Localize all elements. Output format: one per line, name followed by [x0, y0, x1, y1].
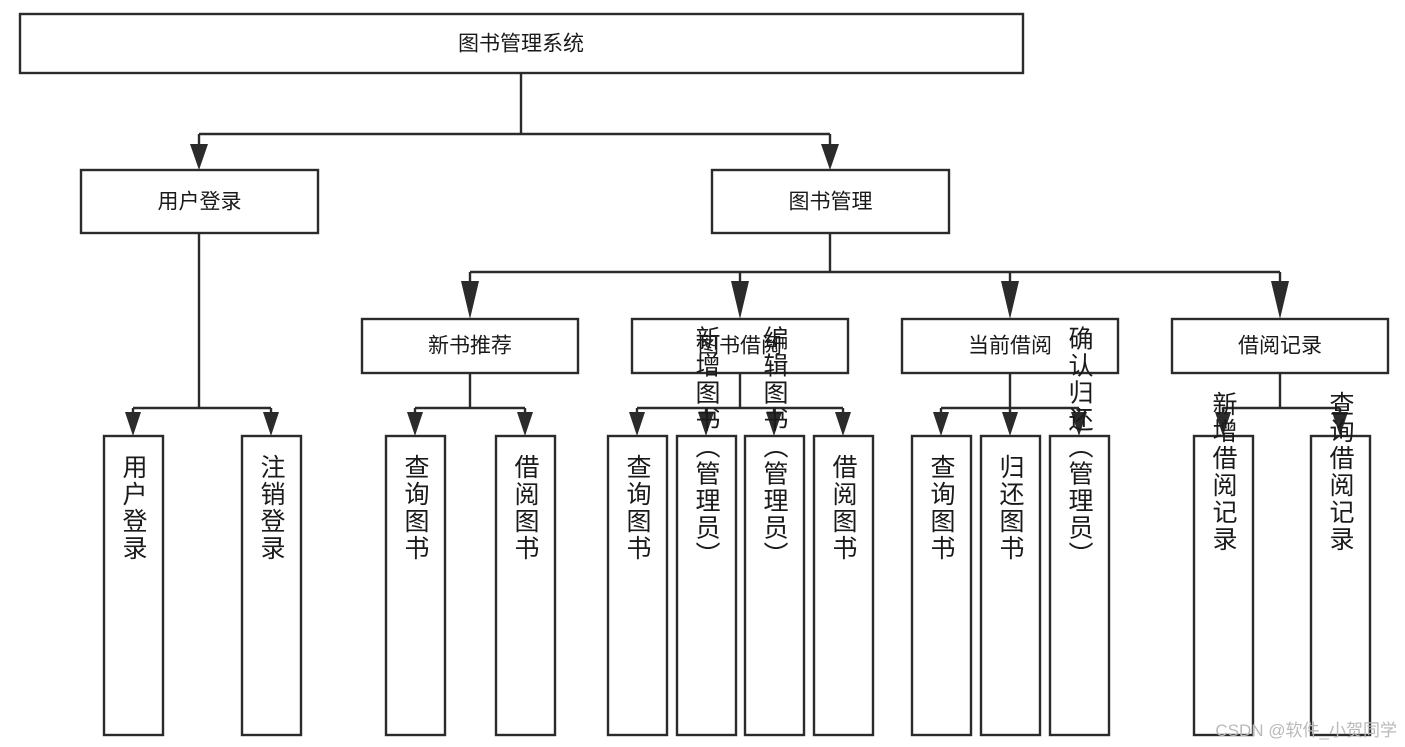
node-leaf-user-login[interactable]: 用户登录: [102, 434, 165, 737]
node-current-borrow-box[interactable]: [900, 317, 1120, 375]
node-leaf-return-book-box[interactable]: [979, 434, 1042, 737]
node-leaf-logout-login[interactable]: 注销登录: [240, 434, 303, 737]
node-leaf-borrow-book-2-label: 借阅图书: [829, 454, 858, 562]
arrow-head-leaf-return-book: [1002, 412, 1018, 436]
node-leaf-edit-book-label: 编辑图书（管理员）: [760, 326, 789, 569]
arrow-head-leaf-confirm-return: [1071, 412, 1087, 436]
arrow-head-leaf-logout-login: [263, 412, 279, 436]
arrow-head-leaf-query-book-3: [933, 412, 949, 436]
arrow-head-user-login: [190, 144, 208, 170]
node-leaf-query-book-1-label: 查询图书: [401, 454, 430, 562]
node-root-box[interactable]: [18, 12, 1025, 75]
arrow-head-borrow-record: [1271, 281, 1289, 319]
node-book-borrow[interactable]: 图书借阅: [630, 317, 850, 375]
node-root-label: 图书管理系统: [458, 33, 584, 56]
arrow-head-new-book-rec: [461, 281, 479, 319]
node-leaf-add-record-label: 新增借阅记录: [1209, 391, 1238, 553]
node-borrow-record-label: 借阅记录: [1238, 335, 1322, 358]
node-new-book-rec-box[interactable]: [360, 317, 580, 375]
node-leaf-logout-login-label: 注销登录: [257, 454, 286, 562]
arrow-head-current-borrow: [1001, 281, 1019, 319]
arrow-head-leaf-query-book-2: [629, 412, 645, 436]
node-leaf-add-record[interactable]: 新增借阅记录: [1192, 391, 1255, 737]
node-book-manage[interactable]: 图书管理: [710, 168, 951, 235]
node-borrow-record[interactable]: 借阅记录: [1170, 317, 1390, 375]
node-leaf-borrow-book-2[interactable]: 借阅图书: [812, 434, 875, 737]
node-leaf-borrow-book-1[interactable]: 借阅图书: [494, 434, 557, 737]
node-leaf-user-login-label: 用户登录: [119, 454, 148, 562]
arrow-head-leaf-query-record: [1332, 412, 1348, 436]
arrow-head-book-borrow: [731, 281, 749, 319]
node-book-manage-box[interactable]: [710, 168, 951, 235]
node-leaf-add-book[interactable]: 新增图书（管理员）: [675, 326, 738, 737]
arrow-head-leaf-query-book-1: [407, 412, 423, 436]
node-leaf-query-book-3-box[interactable]: [910, 434, 973, 737]
arrow-head-leaf-borrow-book-1: [517, 412, 533, 436]
node-leaf-query-record-box[interactable]: [1309, 434, 1372, 737]
arrow-head-leaf-add-record: [1215, 412, 1231, 436]
arrow-head-leaf-edit-book: [766, 412, 782, 436]
node-leaf-add-record-box[interactable]: [1192, 434, 1255, 737]
csdn-watermark: CSDN @软件_小贺同学: [1215, 721, 1397, 740]
node-leaf-user-login-box[interactable]: [102, 434, 165, 737]
node-leaf-add-book-box[interactable]: [675, 434, 738, 737]
node-leaf-return-book-label: 归还图书: [996, 454, 1025, 562]
node-leaf-borrow-book-1-label: 借阅图书: [511, 454, 540, 562]
connector-layer: [125, 73, 1348, 436]
node-book-manage-label: 图书管理: [789, 191, 873, 214]
arrow-head-leaf-borrow-book-2: [835, 412, 851, 436]
node-leaf-borrow-book-2-box[interactable]: [812, 434, 875, 737]
node-book-borrow-label: 图书借阅: [698, 335, 782, 358]
node-leaf-query-book-1-box[interactable]: [384, 434, 447, 737]
node-current-borrow-label: 当前借阅: [968, 335, 1052, 358]
node-leaf-confirm-return[interactable]: 确认归还（管理员）: [1048, 326, 1111, 737]
arrow-head-leaf-add-book: [698, 412, 714, 436]
node-leaf-logout-login-box[interactable]: [240, 434, 303, 737]
node-leaf-return-book[interactable]: 归还图书: [979, 434, 1042, 737]
node-new-book-rec[interactable]: 新书推荐: [360, 317, 580, 375]
node-root[interactable]: 图书管理系统: [18, 12, 1025, 75]
node-leaf-add-book-label: 新增图书（管理员）: [692, 326, 721, 569]
node-leaf-borrow-book-1-box[interactable]: [494, 434, 557, 737]
arrow-head-book-manage: [821, 144, 839, 170]
node-user-login[interactable]: 用户登录: [79, 168, 320, 235]
node-leaf-edit-book-box[interactable]: [743, 434, 806, 737]
node-borrow-record-box[interactable]: [1170, 317, 1390, 375]
node-user-login-label: 用户登录: [158, 191, 242, 214]
node-leaf-confirm-return-box[interactable]: [1048, 434, 1111, 737]
node-user-login-box[interactable]: [79, 168, 320, 235]
node-book-borrow-box[interactable]: [630, 317, 850, 375]
node-leaf-edit-book[interactable]: 编辑图书（管理员）: [743, 326, 806, 737]
node-leaf-confirm-return-label: 确认归还（管理员）: [1065, 326, 1094, 569]
node-leaf-query-book-2-box[interactable]: [606, 434, 669, 737]
node-leaf-query-record[interactable]: 查询借阅记录: [1309, 391, 1372, 737]
node-new-book-rec-label: 新书推荐: [428, 335, 512, 358]
node-leaf-query-book-3-label: 查询图书: [927, 454, 956, 562]
node-leaf-query-record-label: 查询借阅记录: [1326, 391, 1355, 553]
node-current-borrow[interactable]: 当前借阅: [900, 317, 1120, 375]
node-leaf-query-book-2-label: 查询图书: [623, 454, 652, 562]
node-leaf-query-book-1[interactable]: 查询图书: [384, 434, 447, 737]
arrow-head-leaf-user-login: [125, 412, 141, 436]
node-leaf-query-book-3[interactable]: 查询图书: [910, 434, 973, 737]
leaf-node-group: 用户登录 注销登录 查询图书 借阅图书 查询图书 新增图书（管理员）: [102, 326, 1372, 737]
node-leaf-query-book-2[interactable]: 查询图书: [606, 434, 669, 737]
